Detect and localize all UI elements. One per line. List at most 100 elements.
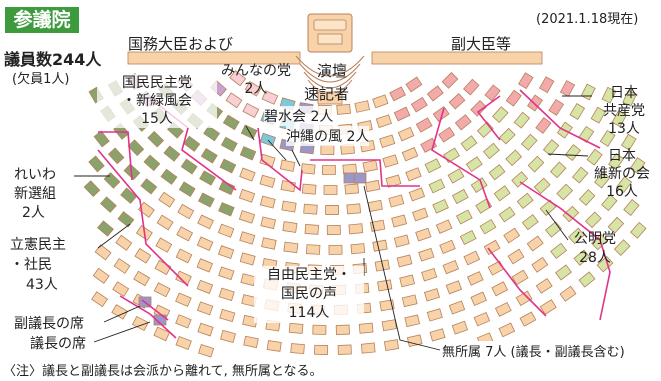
seat [242, 102, 260, 118]
seat [519, 311, 537, 327]
seat [243, 335, 259, 349]
seat [197, 322, 214, 337]
seat [424, 158, 442, 174]
seat [175, 292, 192, 307]
seat [445, 280, 463, 295]
seat [542, 139, 560, 157]
seat [569, 103, 586, 120]
seat [591, 233, 608, 251]
seat [578, 271, 596, 288]
seat [586, 148, 603, 166]
podium-label: 演壇 [317, 62, 348, 80]
seat [282, 221, 298, 233]
independent-seat [153, 314, 167, 326]
seat [613, 239, 631, 256]
seat [533, 177, 551, 195]
seat [203, 125, 221, 142]
party-label-kokumin: 国民民主党 ・新緑風会 15人 [97, 74, 217, 128]
seat [405, 167, 422, 182]
seat [607, 216, 625, 234]
seat [259, 174, 276, 188]
seat [259, 195, 276, 209]
seat [616, 176, 633, 194]
seat [470, 177, 488, 193]
seat [429, 328, 446, 342]
seat [199, 170, 217, 186]
seat [239, 231, 256, 245]
seat [463, 78, 480, 96]
seat [465, 156, 483, 173]
seat [526, 235, 544, 252]
seat [328, 244, 343, 255]
seat [556, 183, 574, 201]
seat [435, 219, 453, 234]
seat [505, 149, 523, 167]
seat [147, 130, 165, 148]
seat [358, 322, 374, 334]
seat [367, 199, 383, 212]
seat [535, 278, 553, 294]
seat [259, 132, 277, 147]
podium [295, 13, 365, 105]
seat [336, 103, 351, 115]
seat [91, 291, 109, 308]
seat [303, 203, 318, 215]
seat [314, 344, 329, 355]
chamber-name: 参議院 [13, 9, 71, 31]
seat [350, 243, 366, 255]
seat [487, 260, 505, 276]
seat [196, 258, 214, 273]
seat [219, 308, 236, 323]
seat [503, 227, 521, 244]
seat [218, 266, 235, 281]
seat [432, 105, 450, 123]
party-label-rikken: 立憲民主 ・社民 43人 [10, 237, 66, 293]
seat [279, 159, 296, 172]
seat [622, 89, 637, 107]
seat [571, 166, 589, 184]
chamber-badge: 参議院 [5, 7, 79, 33]
seat [389, 86, 406, 102]
seat [483, 239, 501, 256]
seat [494, 301, 512, 317]
seat [348, 223, 364, 235]
seat [175, 314, 192, 329]
date-label: (2021.1.18現在) [536, 12, 639, 27]
seat [611, 110, 627, 128]
seat [153, 282, 171, 298]
seat [527, 155, 545, 173]
seat [451, 320, 469, 335]
seat [441, 72, 459, 89]
seat [111, 304, 129, 320]
seat [498, 127, 516, 145]
vice-president-seat-label: 副議長の席 [14, 316, 84, 332]
seat [521, 214, 539, 231]
seat [177, 203, 195, 220]
seat [372, 239, 388, 252]
seat [426, 85, 444, 102]
seat [549, 161, 567, 179]
seat [266, 340, 282, 352]
seat [379, 299, 395, 312]
seat [218, 202, 235, 217]
seat [196, 236, 214, 251]
seat [377, 279, 393, 292]
seat [621, 133, 637, 151]
seat [382, 154, 399, 168]
seat [548, 98, 565, 116]
seat [301, 183, 317, 195]
seat [573, 249, 591, 266]
seat [83, 180, 101, 197]
seat [197, 214, 214, 230]
party-label-kyosan: 日本 共産党 13人 [603, 85, 645, 137]
seat [432, 199, 449, 214]
president-seat-label: 議長の席 [30, 336, 86, 352]
seat [484, 84, 501, 102]
seat [288, 322, 304, 334]
seat [158, 191, 176, 208]
ministers-bench [127, 51, 301, 65]
seat [479, 218, 497, 235]
seat [423, 288, 441, 302]
seat [421, 267, 438, 282]
seat [491, 281, 509, 297]
